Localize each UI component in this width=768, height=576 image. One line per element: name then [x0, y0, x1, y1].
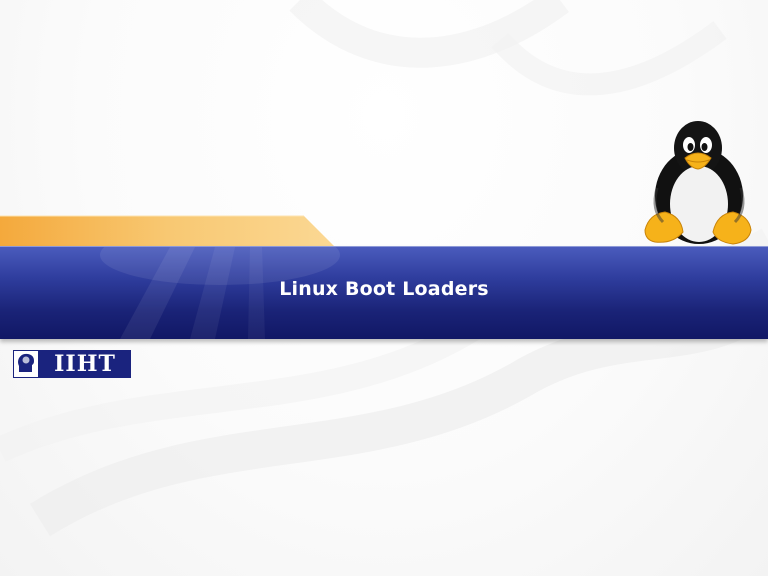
- title-band: [0, 246, 768, 339]
- tux-penguin-icon: [644, 121, 752, 245]
- orange-accent-tab: [0, 215, 336, 248]
- logo-text: IIHT: [39, 350, 131, 378]
- iiht-logo: IIHT: [13, 350, 131, 378]
- brain-head-icon: [13, 350, 39, 378]
- slide-title: Linux Boot Loaders: [279, 278, 489, 300]
- band-light-rays: [100, 247, 340, 339]
